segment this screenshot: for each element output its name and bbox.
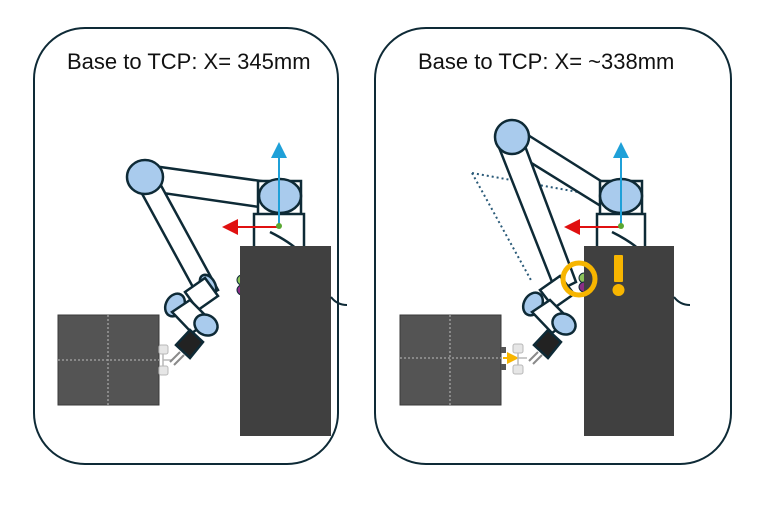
cable xyxy=(673,296,691,306)
machine-block xyxy=(584,246,674,436)
right-scene xyxy=(399,118,691,436)
workpiece-fixture xyxy=(57,314,160,406)
base-frame-axes xyxy=(222,142,287,235)
origin-dot-icon xyxy=(618,223,624,229)
cable xyxy=(330,296,348,306)
panel-title: Base to TCP: X= ~338mm xyxy=(418,49,675,74)
ghost-outline xyxy=(471,172,533,283)
machine-block xyxy=(240,246,331,436)
panel-title: Base to TCP: X= 345mm xyxy=(67,49,311,74)
tool-gripper-icon xyxy=(158,344,172,376)
exclamation-icon xyxy=(612,255,625,296)
ring-highlight-icon xyxy=(560,260,598,298)
base-frame-axes xyxy=(564,142,629,235)
left-scene xyxy=(57,142,348,436)
robot-arm xyxy=(125,158,306,366)
tool-gripper-icon xyxy=(512,343,527,375)
origin-dot-icon xyxy=(276,223,282,229)
workpiece-fixture xyxy=(399,314,506,406)
